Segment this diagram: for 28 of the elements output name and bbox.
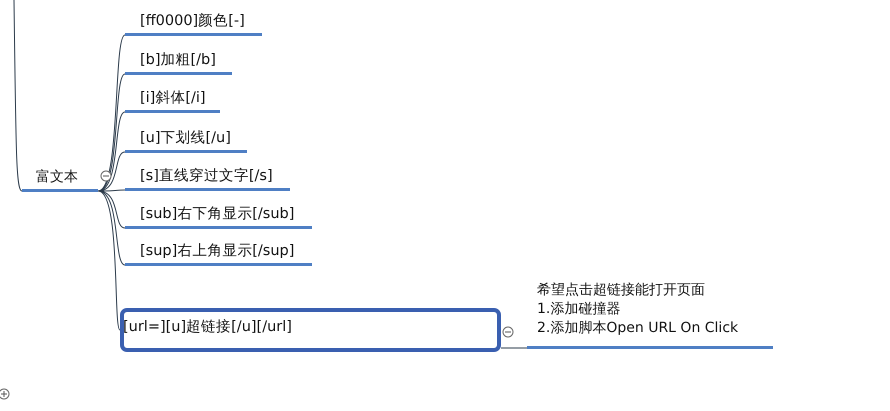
branch-line <box>98 190 126 228</box>
branch-line <box>98 74 126 192</box>
selected-topic-box <box>120 308 501 352</box>
topic-text: [i]斜体[/i] <box>140 89 206 107</box>
branch-line <box>14 0 22 192</box>
topic <box>125 49 232 75</box>
topic-text: [ff0000]颜色[-] <box>140 12 245 30</box>
topic <box>125 240 312 266</box>
note-topic <box>527 280 773 349</box>
topic-text: 富文本 <box>36 168 78 186</box>
note-line: 2.添加脚本Open URL On Click <box>537 319 738 337</box>
branch-line <box>98 152 126 192</box>
topic-text: [u]下划线[/u] <box>140 129 231 147</box>
note-line: 希望点击超链接能打开页面 <box>537 281 705 299</box>
topic-text: [sub]右下角显示[/sub] <box>140 205 294 223</box>
branch-line <box>98 190 126 266</box>
topic-text: [b]加粗[/b] <box>140 51 216 69</box>
branch-line <box>98 190 120 330</box>
topic <box>125 87 220 113</box>
branch-line <box>98 112 126 192</box>
topic <box>125 165 290 191</box>
topic-text: [s]直线穿过文字[/s] <box>140 167 273 185</box>
note-line: 1.添加碰撞器 <box>537 300 620 318</box>
topic <box>125 203 312 229</box>
topic-text: [sup]右上角显示[/sup] <box>140 242 294 260</box>
topic-text: [url=][u]超链接[/u][/url] <box>123 318 292 336</box>
topic <box>125 10 262 36</box>
topic <box>125 127 247 153</box>
